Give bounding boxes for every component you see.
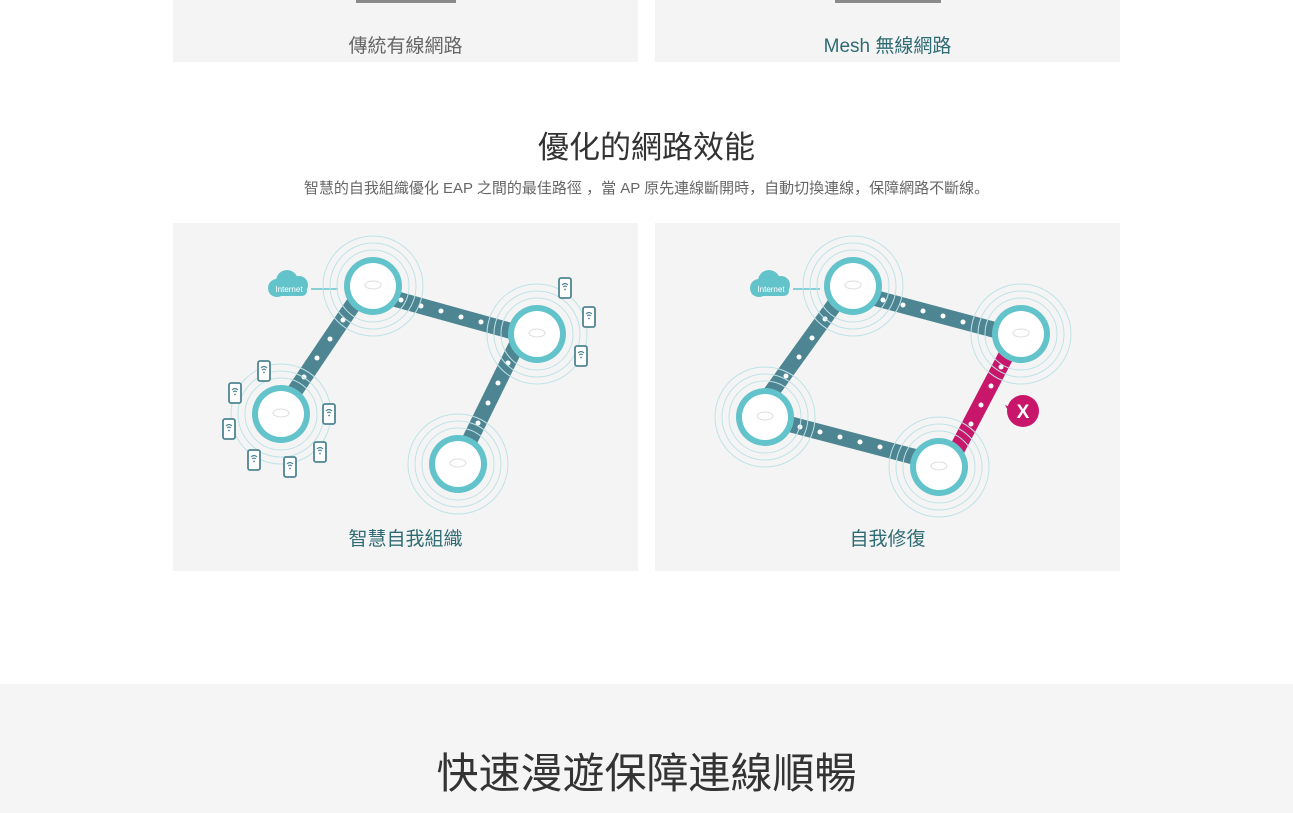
optimization-title: 優化的網路效能 — [538, 130, 755, 165]
optimization-subtitle: 智慧的自我組織優化 EAP 之間的最佳路徑 ，當 AP 原先連線斷開時，自動切換… — [303, 180, 990, 197]
self-organizing-label: 智慧自我組織 — [348, 529, 463, 550]
self-healing-diagram: Internet X — [714, 235, 1072, 518]
cloud-label: Internet — [757, 285, 785, 294]
self-organizing-card: Internet 智慧自我組織 — [173, 223, 638, 571]
device-image-edge — [835, 0, 941, 3]
access-point-icon — [714, 366, 816, 468]
self-healing-card: Internet X 自我修復 — [655, 223, 1120, 571]
wired-network-card: 傳統有線網路 — [173, 0, 638, 62]
roaming-title: 快速漫遊保障連線順暢 — [436, 750, 857, 797]
self-healing-label: 自我修復 — [849, 529, 926, 550]
wired-network-label: 傳統有線網路 — [348, 36, 463, 57]
broken-link — [947, 344, 1018, 457]
roaming-section: 快速漫遊保障連線順暢 — [0, 684, 1293, 813]
access-point-icon — [407, 413, 509, 515]
mesh-network-card: Mesh 無線網路 — [655, 0, 1120, 62]
self-organizing-diagram: Internet — [222, 235, 596, 515]
error-x-label: X — [1017, 402, 1030, 423]
device-image-edge — [356, 0, 456, 3]
cloud-label: Internet — [275, 285, 303, 294]
error-x-icon: X — [1005, 395, 1039, 427]
mesh-network-label: Mesh 無線網路 — [823, 36, 952, 57]
